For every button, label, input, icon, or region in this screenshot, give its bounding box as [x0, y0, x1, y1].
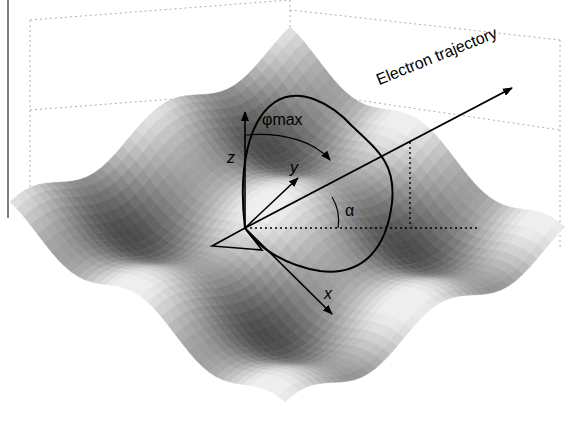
y-axis	[245, 178, 298, 228]
x-axis	[245, 228, 332, 314]
trajectory-arrow	[245, 88, 512, 228]
axis-label: z	[227, 150, 235, 166]
surface-patch	[278, 390, 292, 402]
projection-line	[409, 142, 410, 226]
grid-line	[560, 40, 561, 250]
axis-grid	[30, 0, 560, 250]
loop-curve	[243, 96, 393, 272]
alpha-arc	[332, 197, 339, 228]
axis-label: y	[290, 160, 298, 176]
trajectory-label: Electron trajectory	[374, 25, 500, 88]
angle-label: α	[345, 203, 354, 219]
z-axis	[244, 112, 246, 228]
phi-arc	[245, 134, 330, 160]
angle-label: φmax	[262, 112, 303, 128]
grid-line	[30, 0, 290, 20]
base-triangle	[212, 228, 262, 250]
projection-line	[245, 227, 480, 228]
grid-line	[290, 10, 560, 40]
axis-edge	[8, 0, 9, 218]
surface-mesh	[10, 27, 565, 402]
axis-label: x	[324, 286, 332, 302]
